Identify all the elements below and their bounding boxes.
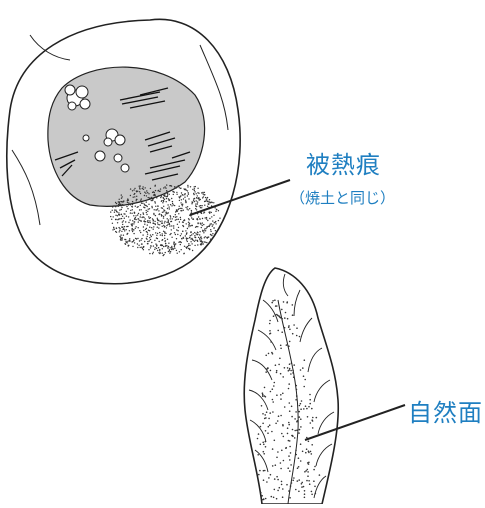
point-center-ridge [277,299,299,505]
natural-surface-label: 自然面 [408,399,483,427]
heat-mark-leader-line [189,179,291,216]
cobble-facet-line [11,149,41,226]
cobble-stone [6,18,241,285]
heat-mark-stipple [110,184,221,257]
heat-mark-note: （焼土と同じ） [290,189,396,207]
natural-surface-leader-line [304,404,406,441]
spall-pits [64,84,130,173]
flake-scars [248,273,335,499]
stone-point [243,267,340,505]
natural-surface-stipple [256,299,321,501]
cobble-facet-line [29,34,71,61]
heat-mark-label: 被熱痕 [306,151,381,179]
crack-marks [54,87,191,181]
cobble-facet-line [199,44,229,131]
point-outline [243,267,340,505]
